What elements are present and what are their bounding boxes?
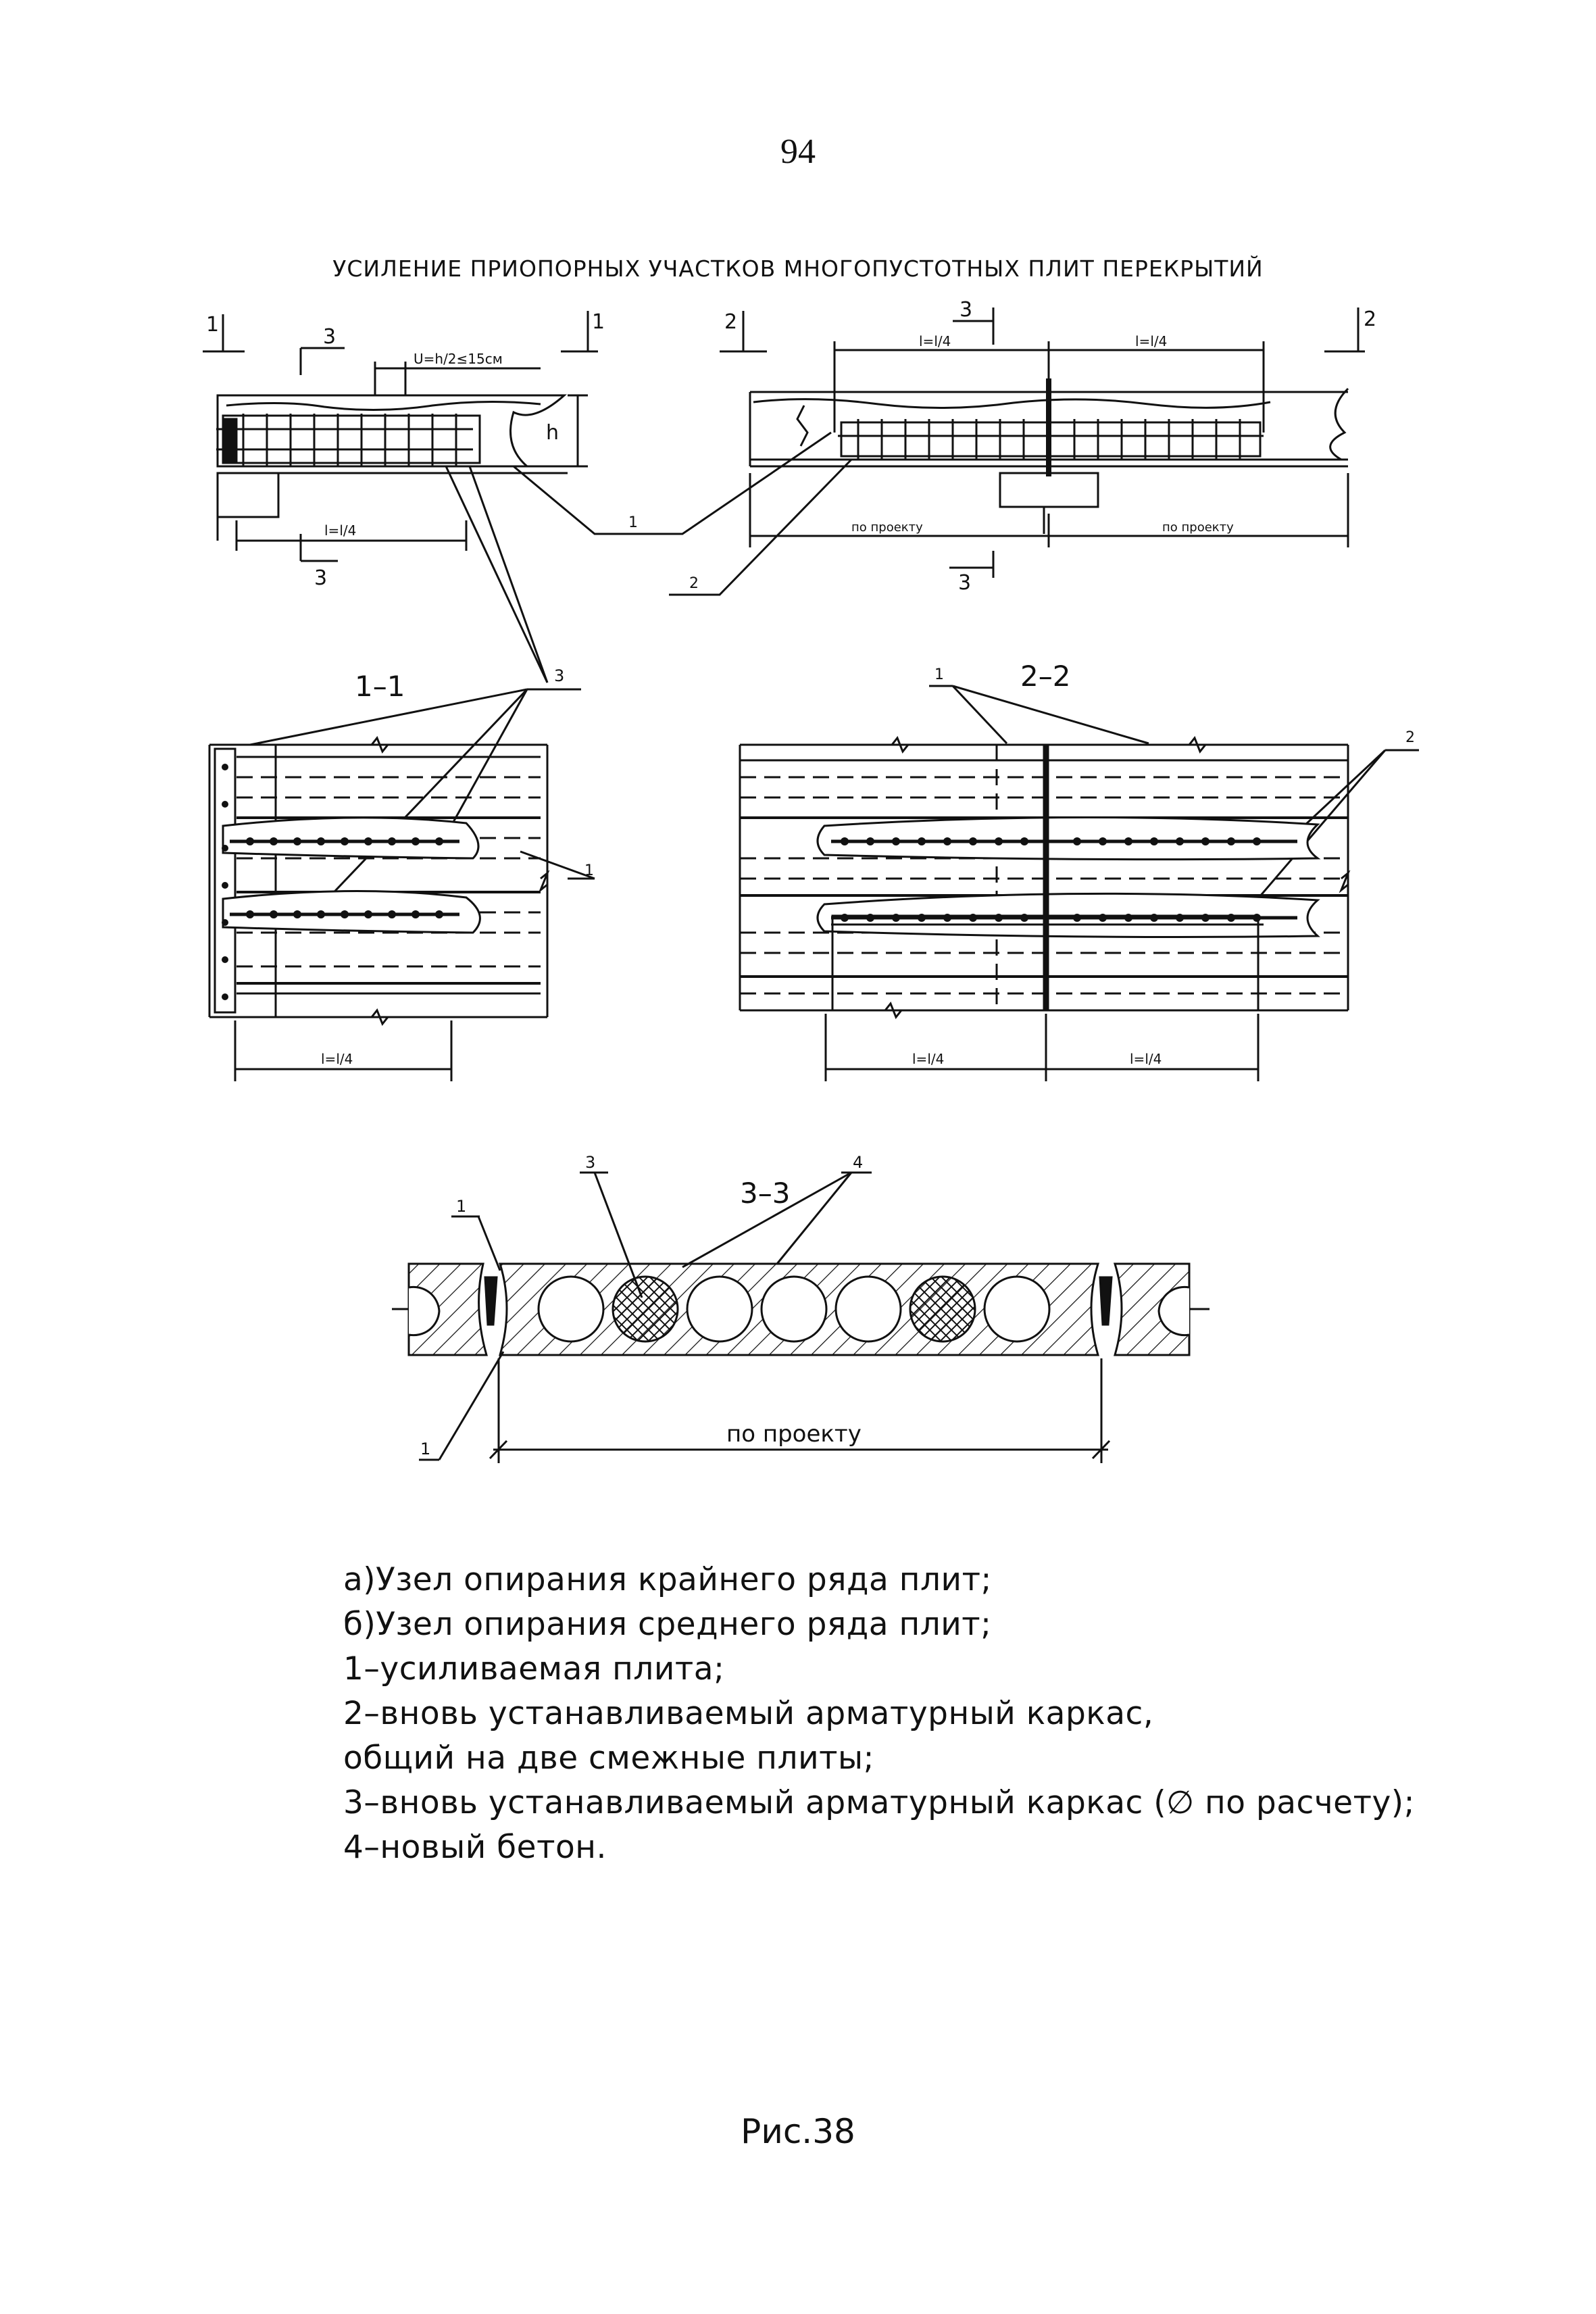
section-mark-label: 3 xyxy=(314,566,327,590)
section-mark-label: 2 xyxy=(724,310,737,334)
section-mark-label: 3 xyxy=(959,298,972,322)
section-2-2-title: 2–2 xyxy=(1020,660,1070,693)
section-1-1: 1–1 3 xyxy=(208,666,595,1081)
section-mark-1-left: 1 xyxy=(203,313,245,353)
section-mark-label: 3 xyxy=(958,571,971,595)
legend-item: 3–вновь устанавливаемый арматурный карка… xyxy=(343,1784,1415,1821)
legend-item: 4–новый бетон. xyxy=(343,1829,607,1866)
legend-item: б)Узел опирания среднего ряда плит; xyxy=(343,1606,992,1643)
section-mark-label: 2 xyxy=(1364,307,1376,331)
dimension-label: по проекту xyxy=(851,520,923,535)
callout-1: 1 xyxy=(456,1197,466,1216)
figure-caption: Рис.38 xyxy=(741,2112,855,2151)
section-3-3: 3–3 3 4 1 xyxy=(392,1153,1210,1463)
dimension-label: l=l/4 xyxy=(1130,1051,1162,1067)
section-mark-1-right: 1 xyxy=(561,310,605,353)
legend-item: 1–усиливаемая плита; xyxy=(343,1650,725,1688)
drawing-title: УСИЛЕНИЕ ПРИОПОРНЫХ УЧАСТКОВ МНОГОПУСТОТ… xyxy=(332,255,1264,282)
callout-1: 1 xyxy=(628,514,638,531)
page-number: 94 xyxy=(780,132,816,171)
callout-3: 3 xyxy=(554,666,564,685)
dimension-label: l=l/4 xyxy=(324,522,356,539)
callout-1: 1 xyxy=(934,666,944,683)
callout-2: 2 xyxy=(689,575,699,592)
section-mark-3-top-right: 3 xyxy=(953,298,995,345)
section-mark-label: 1 xyxy=(592,310,605,334)
dimension-label: по проекту xyxy=(1162,520,1234,535)
elevation-right: 2 2 3 l=l/4 l=l/4 xyxy=(720,298,1376,595)
elevation-left: 1 1 3 U=h/2≤15см xyxy=(203,310,605,590)
dimension-label: l=l/4 xyxy=(919,333,951,349)
callout-1: 1 xyxy=(584,862,594,879)
legend-item: а)Узел опирания крайнего ряда плит; xyxy=(343,1561,992,1598)
leader-lines-top: 1 2 xyxy=(445,431,853,683)
callout-1: 1 xyxy=(420,1439,430,1458)
section-mark-2-left: 2 xyxy=(720,310,767,353)
dimension-label: l=l/4 xyxy=(912,1051,944,1067)
callout-4: 4 xyxy=(853,1153,863,1172)
legend-item: 2–вновь устанавливаемый арматурный карка… xyxy=(343,1695,1154,1732)
section-mark-label: 1 xyxy=(206,313,219,337)
section-mark-3-bottom-right: 3 xyxy=(949,551,995,595)
legend-item: общий на две смежные плиты; xyxy=(343,1740,874,1777)
dimension-u-label: U=h/2≤15см xyxy=(414,351,503,367)
section-3-3-title: 3–3 xyxy=(740,1177,790,1210)
section-2-2: 2–2 1 2 xyxy=(739,660,1419,1081)
dimension-label: по проекту xyxy=(726,1421,862,1448)
section-1-1-title: 1–1 xyxy=(355,670,405,703)
section-mark-3-top-left: 3 xyxy=(299,325,345,375)
section-mark-2-right: 2 xyxy=(1324,307,1376,353)
dimension-label: l=l/4 xyxy=(1135,333,1167,349)
dimension-label: l=l/4 xyxy=(321,1051,353,1067)
section-mark-3-bottom-left: 3 xyxy=(299,534,338,590)
height-label: h xyxy=(546,421,559,445)
callout-2: 2 xyxy=(1405,729,1415,746)
section-mark-label: 3 xyxy=(323,325,336,349)
callout-3: 3 xyxy=(585,1153,595,1172)
legend: а)Узел опирания крайнего ряда плит; б)Уз… xyxy=(343,1558,1415,1870)
